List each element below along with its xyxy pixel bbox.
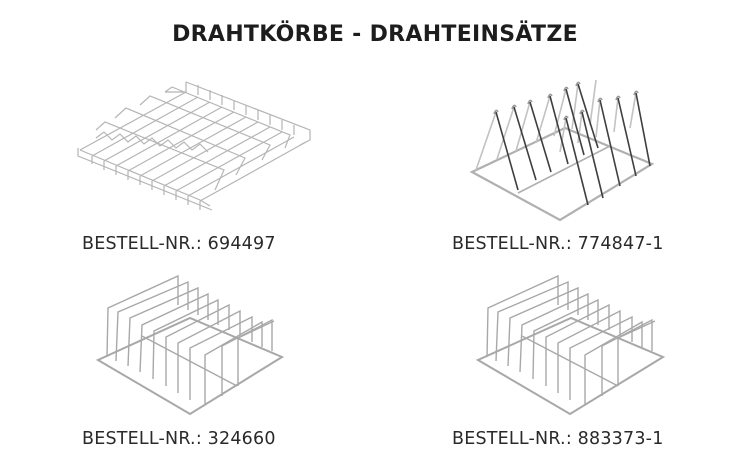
- product-card-694497[interactable]: BESTELL-NR.: 694497: [0, 0, 375, 260]
- wire-rack-slanted-dividers-icon: [95, 274, 285, 416]
- order-number-label: BESTELL-NR.: 324660: [82, 429, 276, 449]
- product-card-324660[interactable]: BESTELL-NR.: 324660: [0, 260, 375, 458]
- wire-rack-slanted-dividers-icon: [475, 274, 666, 416]
- order-number-label: BESTELL-NR.: 694497: [82, 234, 276, 254]
- wire-plate-rack-triangular-icon: [469, 79, 655, 222]
- wire-basket-wave-grid-icon: [77, 81, 311, 211]
- product-card-883373-1[interactable]: BESTELL-NR.: 883373-1: [375, 260, 750, 458]
- product-card-774847-1[interactable]: BESTELL-NR.: 774847-1: [375, 0, 750, 260]
- order-number-label: BESTELL-NR.: 883373-1: [452, 429, 664, 449]
- page-title: DRAHTKÖRBE - DRAHTEINSÄTZE: [172, 22, 578, 47]
- order-number-label: BESTELL-NR.: 774847-1: [452, 234, 664, 254]
